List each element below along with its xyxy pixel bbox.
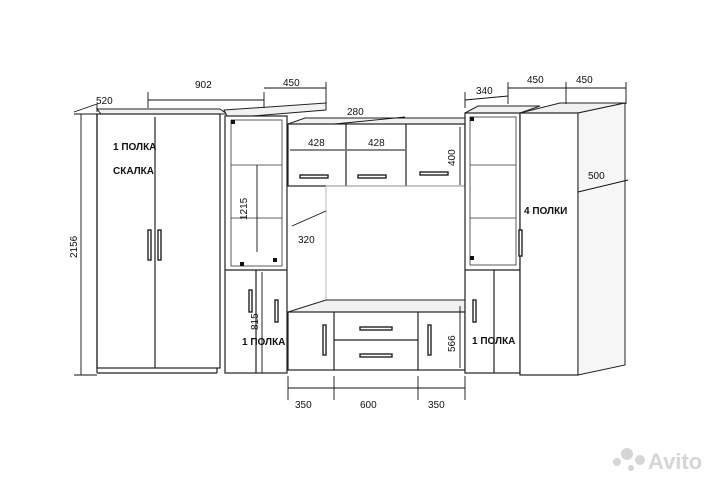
dim-1215: 1215 (239, 197, 250, 220)
dim-2156: 2156 (69, 235, 80, 258)
upper-handle-1 (299, 174, 329, 179)
right-glass-door (469, 116, 517, 266)
dim-600: 600 (360, 400, 377, 411)
dim-428-b: 428 (368, 138, 385, 149)
dim-280: 280 (347, 107, 364, 118)
dim-566: 566 (447, 335, 458, 352)
dim-340: 340 (476, 86, 493, 97)
upper-cabinet-top (287, 117, 466, 125)
left-wardrobe-top (95, 108, 229, 115)
right-glass-body (464, 112, 521, 374)
dim-450-right-a: 450 (527, 75, 544, 86)
label-lower-right-shelf: 1 ПОЛКА (472, 336, 515, 347)
dim-400: 400 (447, 149, 458, 166)
tv-right-handle (427, 324, 432, 356)
right-glass-cabinet (464, 105, 541, 374)
left-glass-cabinet (223, 102, 327, 374)
right-wardrobe (518, 102, 626, 376)
tv-drawer-handle-1 (359, 326, 393, 331)
tv-stand-top (287, 299, 466, 313)
dim-902: 902 (195, 80, 212, 91)
tv-stand (287, 299, 466, 371)
dim-450-right-b: 450 (576, 75, 593, 86)
right-wardrobe-handle (518, 229, 523, 257)
right-lower-handle (472, 299, 477, 323)
label-left-shelf: 1 ПОЛКА (113, 142, 156, 153)
dim-815: 815 (250, 313, 261, 330)
avito-logo-icon (613, 448, 645, 471)
right-wardrobe-door (519, 112, 579, 376)
upper-handle-3 (419, 171, 449, 176)
label-rod: СКАЛКА (113, 166, 154, 177)
avito-brand-text: Avito (648, 449, 702, 474)
left-glass-door (230, 119, 283, 267)
dim-450-left: 450 (283, 78, 300, 89)
dim-350-left: 350 (295, 400, 312, 411)
left-lower-handle (248, 289, 253, 313)
upper-handle-2 (357, 174, 387, 179)
dim-520: 520 (96, 96, 113, 107)
dim-320: 320 (298, 235, 315, 246)
dim-500: 500 (588, 171, 605, 182)
tv-left-handle (322, 324, 327, 356)
left-door-handle (147, 229, 152, 261)
dim-428-a: 428 (308, 138, 325, 149)
label-lower-left-shelf: 1 ПОЛКА (242, 337, 285, 348)
left-wardrobe (95, 108, 229, 374)
right-wardrobe-side (577, 102, 626, 376)
label-right-shelves: 4 ПОЛКИ (524, 206, 567, 217)
tv-drawer-handle-2 (359, 353, 393, 358)
tv-stand-body (287, 311, 466, 371)
left-glass-top (223, 102, 327, 119)
avito-watermark: Avito (613, 448, 702, 474)
left-lower-handle-2 (274, 299, 279, 323)
right-door-handle (157, 229, 162, 261)
dim-350-right: 350 (428, 400, 445, 411)
dimension-lines (73, 82, 629, 400)
